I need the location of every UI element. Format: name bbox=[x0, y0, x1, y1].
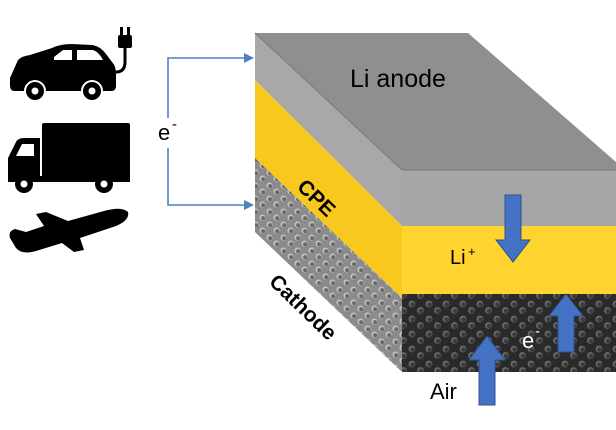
electrolyte-side-face bbox=[255, 80, 402, 298]
lithium-ion-arrow bbox=[494, 194, 532, 263]
cathode-electron-label: e bbox=[522, 328, 534, 353]
cathode-electron-superscript: - bbox=[535, 323, 540, 340]
air-arrow bbox=[468, 335, 506, 406]
airplane-icon bbox=[9, 208, 129, 253]
cathode-front-face bbox=[402, 294, 616, 372]
truck-icon bbox=[8, 123, 130, 193]
electric-car-icon bbox=[10, 27, 132, 100]
anode-top-face bbox=[255, 33, 616, 170]
battery-side-face bbox=[255, 33, 402, 372]
wire-electron-label: e bbox=[158, 120, 170, 145]
air-label: Air bbox=[430, 379, 457, 404]
anode-side-face bbox=[255, 33, 402, 226]
cathode-electron-arrow bbox=[547, 293, 585, 353]
lithium-ion-label: Li bbox=[450, 247, 466, 269]
anode-label: Li anode bbox=[350, 65, 446, 93]
battery-front-face bbox=[402, 170, 616, 372]
lithium-ion-superscript: + bbox=[468, 244, 476, 259]
wire-electron-superscript: - bbox=[172, 116, 177, 133]
block-edge bbox=[254, 32, 616, 171]
electron-wire bbox=[152, 53, 254, 210]
cathode-side-face bbox=[255, 158, 402, 372]
